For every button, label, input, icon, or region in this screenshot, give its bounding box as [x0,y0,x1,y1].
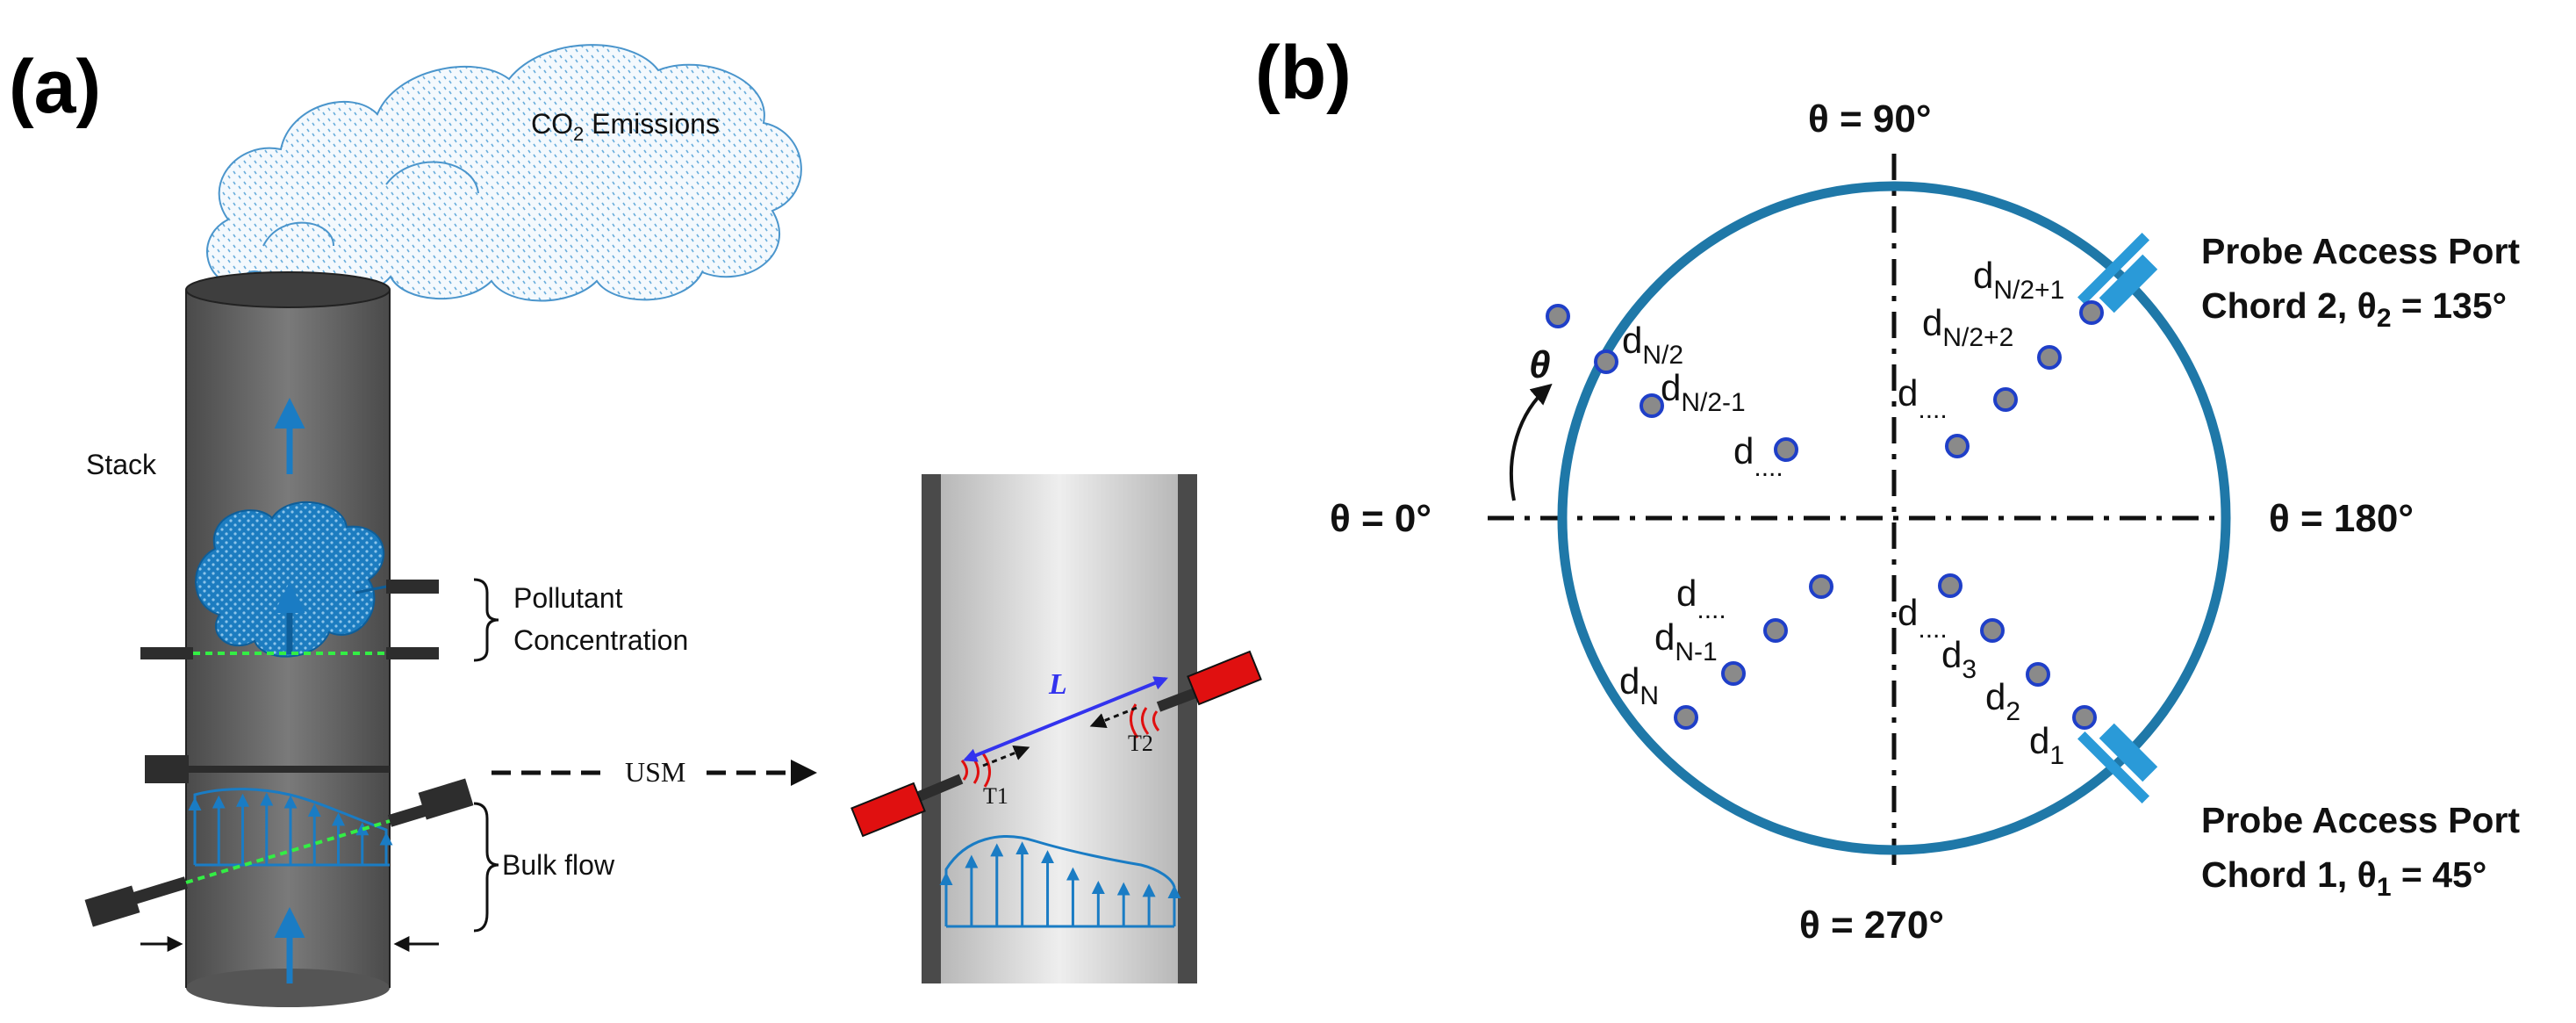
theta-symbol: θ [1529,343,1551,386]
d-1-label: d1 [2029,720,2064,770]
usm-transducer-upper-right [387,778,474,827]
usm-transducer-lower-left [84,876,189,927]
pollutant-probe-right [386,647,439,659]
point-lower-right-3 [2026,662,2050,687]
pollutant-blob [195,501,387,658]
d-lower-right-ellipsis-label: d.... [1898,592,1948,644]
probe-access-port-chord-1 [2077,723,2158,803]
d-n-label: dN [1619,660,1659,710]
point-lower-left-4 [1674,705,1698,730]
bulk-flow-label: Bulk flow [502,849,615,881]
pipe-cross-section [1557,181,2231,855]
stack-label: Stack [86,449,157,480]
point-lower-right-1 [1938,573,1962,598]
point-lower-right-2 [1980,618,2005,643]
d-n2p1-label: dN/2+1 [1973,255,2064,305]
probe-access-port-chord-2 [2077,233,2158,313]
angle-0-label: θ = 0° [1330,497,1432,540]
usm-acoustic-path [185,819,391,884]
theta-direction-arrow [1510,383,1553,501]
d-upper-right-ellipsis-label: d.... [1898,372,1948,424]
port-2-label-line2: Chord 2, θ2 = 135° [2201,285,2507,333]
point-upper-left-1 [1546,304,1570,328]
path-length-arrow [963,676,1168,762]
point-lower-left-2 [1763,618,1788,643]
pollutant-label-line1: Pollutant [513,582,623,614]
port-1-label-line2: Chord 1, θ1 = 45° [2201,854,2486,902]
pollutant-probe-left [140,647,193,659]
angle-90-label: θ = 90° [1808,97,1931,140]
d-n1-label: dN-1 [1654,616,1718,666]
d-n2p2-label: dN/2+2 [1922,302,2013,352]
pipe-velocity-profile [944,835,1176,928]
pollutant-probe-upper [386,580,439,594]
panel-b-label: (b) [1255,31,1352,115]
t2-signal-arrow [1089,706,1137,729]
d-n2m1-label: dN/2-1 [1661,367,1746,417]
pipe-profile-arrows [939,841,1181,926]
pollutant-brace [473,578,499,662]
d-upper-left-ellipsis-label: d.... [1733,430,1783,482]
d-2-label: d2 [1985,676,2020,726]
point-upper-left-4 [1774,437,1798,462]
bulk-flow-brace [473,802,499,933]
point-upper-right-2 [2037,345,2062,370]
t2-label: T2 [1128,731,1153,756]
angle-180-label: θ = 180° [2269,497,2414,540]
t1-signal-arrow [982,745,1030,767]
port-1-label-line1: Probe Access Port [2201,800,2520,840]
point-lower-left-1 [1809,574,1833,599]
point-upper-right-1 [2079,300,2104,325]
angle-270-label: θ = 270° [1799,904,1944,947]
measurement-points [1546,300,2104,730]
co2-emissions-label: CO2 Emissions [531,108,720,145]
point-lower-left-3 [1721,661,1746,686]
usm-label: USM [625,756,685,788]
co2-emissions-cloud [206,44,802,306]
d-n2-label: dN/2 [1622,320,1683,370]
panel-a-label: (a) [9,45,101,129]
t1-label: T1 [983,783,1008,809]
stack-side-fitting [145,755,189,783]
point-upper-left-2 [1594,349,1618,374]
path-length-label: L [1048,668,1067,701]
d-lower-left-ellipsis-label: d.... [1676,573,1726,624]
point-upper-right-3 [1993,387,2018,412]
point-upper-left-3 [1640,393,1664,418]
port-2-label-line1: Probe Access Port [2201,231,2520,271]
point-upper-right-4 [1945,434,1970,458]
stack-profile-arrows [188,792,393,865]
pollutant-label-line2: Concentration [513,624,688,656]
d-3-label: d3 [1941,634,1977,684]
stack-velocity-profile [193,788,390,867]
point-lower-right-4 [2072,705,2097,730]
